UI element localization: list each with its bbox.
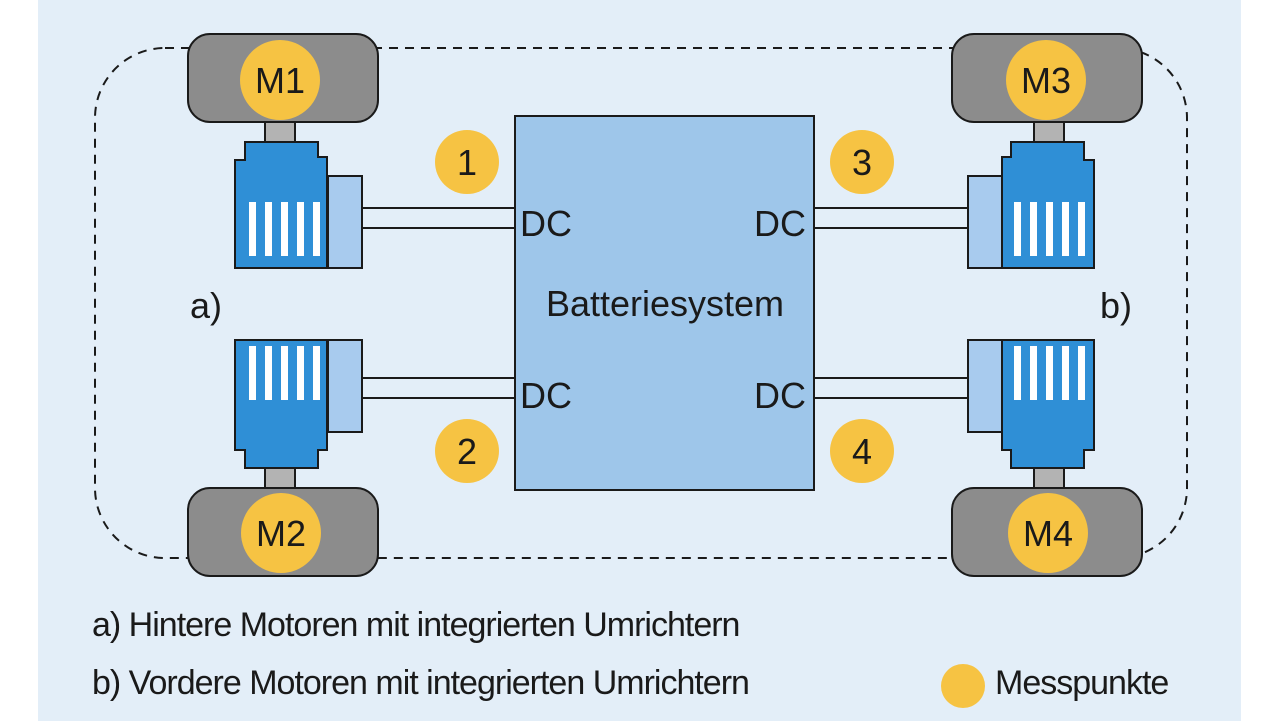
dc-wiring bbox=[362, 207, 968, 399]
measure-point-1: 1 bbox=[435, 130, 499, 194]
battery-system: Batteriesystem DC DC DC DC bbox=[514, 115, 815, 491]
legend-measure-dot bbox=[941, 664, 985, 708]
motor-unit-rear-right bbox=[967, 339, 1095, 491]
motor-unit-rear-left bbox=[234, 339, 363, 491]
wheel-label-m3: M3 bbox=[1021, 60, 1071, 101]
measure-point-1-label: 1 bbox=[457, 142, 477, 183]
battery-label: Batteriesystem bbox=[546, 283, 784, 324]
wheel-front-right: M3 bbox=[951, 33, 1143, 123]
vehicle-outline bbox=[94, 47, 1188, 559]
measure-point-2: 2 bbox=[435, 419, 499, 483]
motor-unit-front-left bbox=[234, 119, 363, 269]
dc-port-top-left: DC bbox=[520, 203, 572, 244]
measure-point-3: 3 bbox=[830, 130, 894, 194]
wheel-label-m1: M1 bbox=[255, 60, 305, 101]
wheel-front-left: M1 bbox=[187, 33, 379, 123]
legend-line-b: b) Vordere Motoren mit integrierten Umri… bbox=[92, 664, 750, 702]
motor-unit-front-right bbox=[967, 119, 1095, 269]
measure-point-3-label: 3 bbox=[852, 142, 872, 183]
legend-line-a: a) Hintere Motoren mit integrierten Umri… bbox=[92, 606, 740, 644]
side-label-a: a) bbox=[190, 285, 222, 326]
wheel-rear-left: M2 bbox=[187, 487, 379, 577]
measure-point-4-label: 4 bbox=[852, 431, 872, 472]
measure-point-4: 4 bbox=[830, 419, 894, 483]
side-label-b: b) bbox=[1100, 285, 1132, 326]
legend-measure-label: Messpunkte bbox=[995, 664, 1169, 702]
dc-port-top-right: DC bbox=[754, 203, 806, 244]
dc-port-bottom-left: DC bbox=[520, 375, 572, 416]
wheel-label-m4: M4 bbox=[1023, 513, 1073, 554]
wheel-rear-right: M4 bbox=[951, 487, 1143, 577]
dc-port-bottom-right: DC bbox=[754, 375, 806, 416]
measure-point-2-label: 2 bbox=[457, 431, 477, 472]
wheel-label-m2: M2 bbox=[256, 513, 306, 554]
